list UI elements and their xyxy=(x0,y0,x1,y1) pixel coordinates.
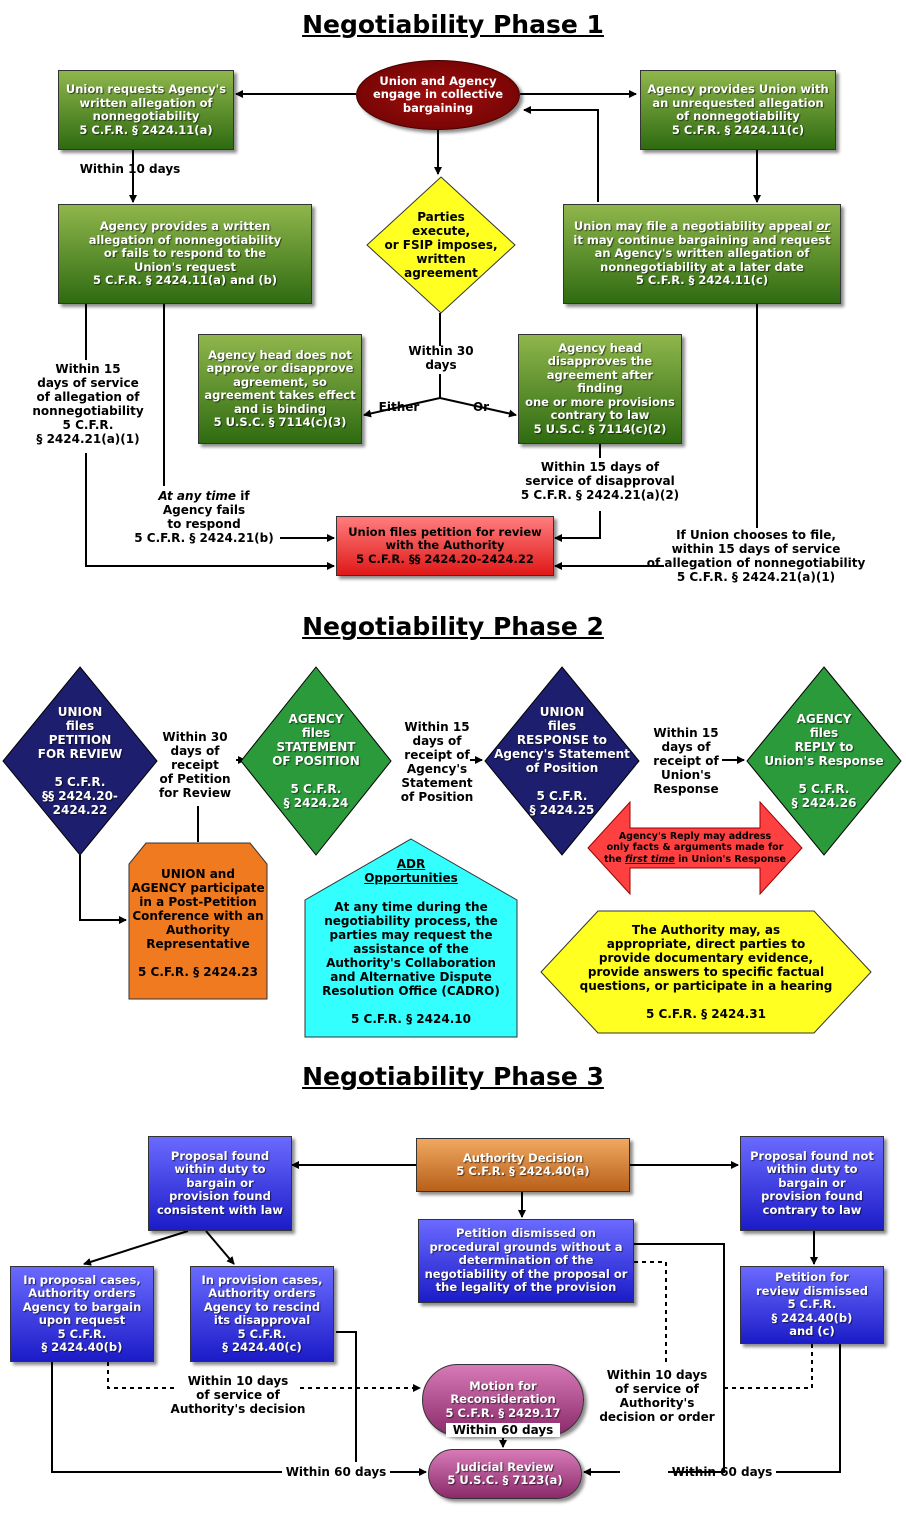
label-within-30-days-receipt: Within 30 days of receipt of Petition fo… xyxy=(158,730,232,800)
diamond-agency-reply-text: AGENCY files REPLY to Union's Response 5… xyxy=(764,712,884,810)
reply-note-text: Agency's Reply may address only facts & … xyxy=(596,826,794,870)
hexagon-authority-text: The Authority may, as appropriate, direc… xyxy=(579,923,833,1021)
diamond-union-response xyxy=(484,666,640,856)
box-petition-dismissed-procedural: Petition dismissed on procedural grounds… xyxy=(418,1219,634,1303)
diamond-parties-agreement xyxy=(366,176,516,314)
reply-note-first-time: first time xyxy=(625,853,675,865)
diamond-agency-statement xyxy=(240,666,392,856)
union-may-file-text: Union may file a negotiability appeal or… xyxy=(573,219,831,288)
box-proposal-found-not-within: Proposal found not within duty to bargai… xyxy=(740,1136,884,1231)
box-provision-cases: In provision cases, Authority orders Age… xyxy=(190,1266,334,1362)
label-within-30-days: Within 30 days xyxy=(408,344,474,372)
diamond-agency-statement-text: AGENCY files STATEMENT OF POSITION 5 C.F… xyxy=(272,712,360,810)
diamond-union-response-text: UNION files RESPONSE to Agency's Stateme… xyxy=(494,705,630,817)
box-proposal-found-within: Proposal found within duty to bargain or… xyxy=(148,1136,292,1231)
phase2-title: Negotiability Phase 2 xyxy=(302,612,604,641)
phase1-title: Negotiability Phase 1 xyxy=(302,10,604,39)
diamond-union-petition-text: UNION files PETITION FOR REVIEW 5 C.F.R.… xyxy=(37,705,123,817)
box-union-files-petition: Union files petition for review with the… xyxy=(336,516,554,576)
at-any-time-emphasis: At any time xyxy=(158,489,237,503)
phase3-title: Negotiability Phase 3 xyxy=(302,1062,604,1091)
pill-judicial-review: Judicial Review 5 U.S.C. § 7123(a) xyxy=(428,1449,582,1499)
box-agency-written-allegation: Agency provides a written allegation of … xyxy=(58,204,312,304)
label-within-15-days-response: Within 15 days of receipt of Union's Res… xyxy=(653,726,719,796)
oval-collective-bargaining: Union and Agency engage in collective ba… xyxy=(356,60,520,130)
box-head-not-approve: Agency head does not approve or disappro… xyxy=(198,334,362,444)
reply-note-part-b: in Union's Response xyxy=(674,853,786,865)
pentagon-conference-text: UNION and AGENCY participate in a Post-P… xyxy=(131,867,265,979)
or-emphasis: or xyxy=(816,219,831,234)
adr-title: ADR Opportunities xyxy=(364,857,458,885)
label-at-any-time: At any time if Agency fails to respond 5… xyxy=(134,489,274,545)
label-within-60-days-center: Within 60 days xyxy=(446,1423,560,1437)
diamond-agency-reply xyxy=(746,666,902,856)
label-within-10-days-decision-left: Within 10 days of service of Authority's… xyxy=(170,1374,306,1416)
diamond-parties-agreement-text: Parties execute, or FSIP imposes, writte… xyxy=(384,210,498,280)
box-authority-decision: Authority Decision 5 C.F.R. § 2424.40(a) xyxy=(416,1138,630,1192)
box-union-requests-allegation: Union requests Agency's written allegati… xyxy=(58,70,234,150)
label-within-60-days-left: Within 60 days xyxy=(285,1465,387,1479)
pentagon-post-petition-conference xyxy=(128,842,268,1000)
box-petition-review-dismissed: Petition for review dismissed 5 C.F.R. §… xyxy=(740,1266,884,1344)
label-either: Either xyxy=(378,400,420,414)
hexagon-authority-may xyxy=(540,910,872,1034)
box-proposal-cases: In proposal cases, Authority orders Agen… xyxy=(10,1266,154,1362)
reply-note-part-a: Agency's Reply may address only facts & … xyxy=(603,830,784,865)
label-if-union-chooses: If Union chooses to file, within 15 days… xyxy=(646,528,866,584)
pentagon-adr-opportunities xyxy=(304,838,518,1038)
label-within-15-days-service: Within 15 days of service of allegation … xyxy=(32,362,144,446)
box-union-may-file-appeal: Union may file a negotiability appeal or… xyxy=(563,204,841,304)
box-agency-unrequested-allegation: Agency provides Union with an unrequeste… xyxy=(640,70,836,150)
label-within-10-days-decision-right: Within 10 days of service of Authority's… xyxy=(599,1368,715,1424)
label-or: Or xyxy=(472,400,490,414)
label-within-60-days-right: Within 60 days xyxy=(671,1465,773,1479)
label-within-15-days-statement: Within 15 days of receipt of Agency's St… xyxy=(400,720,474,804)
label-within-10-days: Within 10 days xyxy=(79,162,181,176)
box-head-disapproves: Agency head disapproves the agreement af… xyxy=(518,334,682,444)
adr-body: At any time during the negotiability pro… xyxy=(322,900,500,1026)
diamond-union-petition xyxy=(2,666,158,856)
double-arrow-reply-note xyxy=(587,800,803,896)
label-within-15-days-disapproval: Within 15 days of service of disapproval… xyxy=(520,460,680,502)
